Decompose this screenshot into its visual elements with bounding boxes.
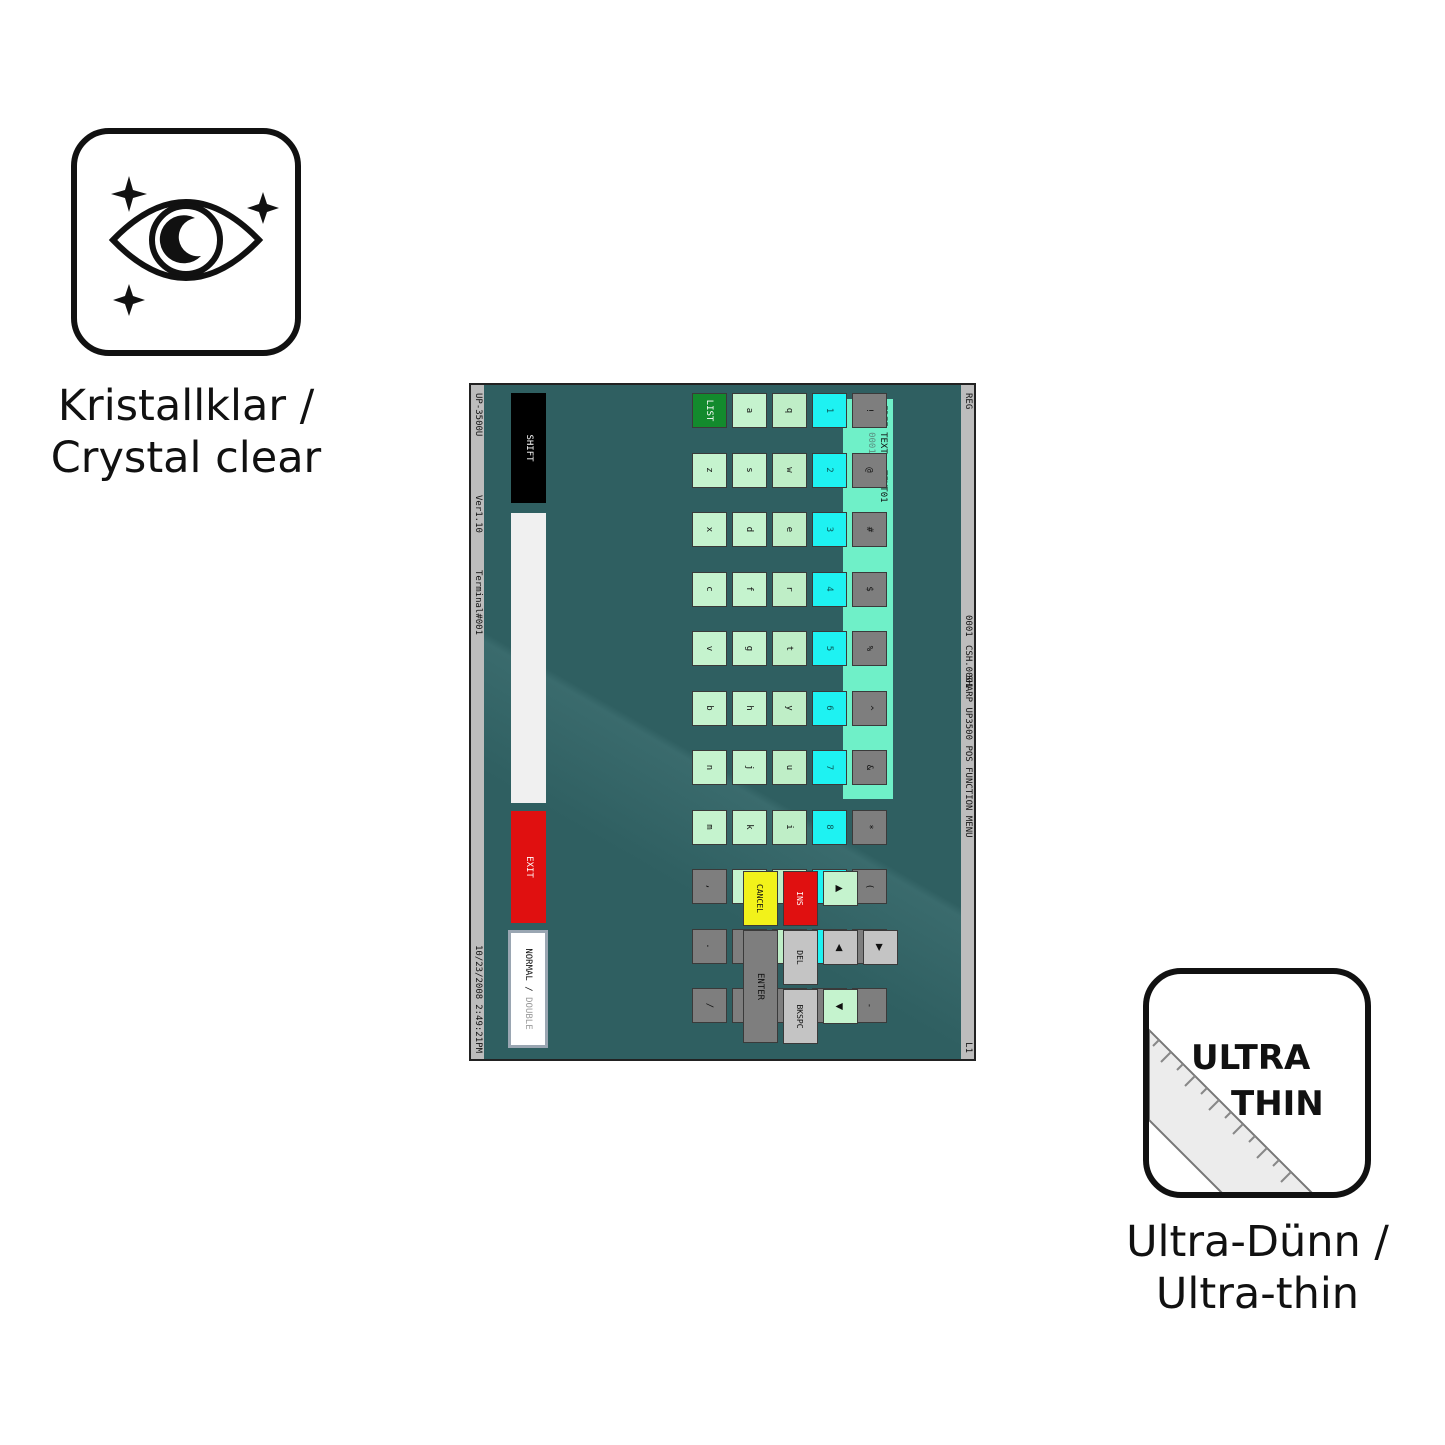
- eye-sparkle-icon: [108, 176, 279, 316]
- key-symbols-6[interactable]: &: [852, 750, 887, 785]
- key-qrow-7[interactable]: i: [772, 809, 807, 845]
- mode-label: REG: [963, 393, 973, 410]
- key-qrow-2[interactable]: e: [772, 512, 807, 547]
- key-qrow-4[interactable]: t: [772, 631, 807, 666]
- pos-bottom-status-bar: UP-3500U Ver1.10 Terminal#001 10/23/2008…: [471, 385, 484, 1059]
- key-qrow-0[interactable]: q: [772, 393, 807, 428]
- ultra-label: ULTRA: [1191, 1038, 1311, 1078]
- key-digits-1[interactable]: 2: [812, 452, 847, 488]
- crystal-clear-badge: [71, 128, 301, 356]
- key-symbols-3[interactable]: $: [852, 571, 887, 607]
- normal-label: NORMAL: [523, 948, 533, 981]
- shift-button[interactable]: SHIFT: [511, 393, 546, 503]
- key-zrow-4[interactable]: v: [692, 631, 727, 666]
- key-zrow-6[interactable]: n: [692, 750, 727, 785]
- thin-label: THIN: [1231, 1084, 1324, 1124]
- pos-screen-frame: REG 0001 CSH.0001 SHARP UP3500 POS FUNCT…: [469, 383, 976, 1061]
- level-label: L1: [963, 1042, 973, 1053]
- key-digits-5[interactable]: 6: [812, 690, 847, 726]
- key-zrow-3[interactable]: c: [692, 571, 727, 607]
- key-digits-3[interactable]: 4: [812, 571, 847, 607]
- normal-double-toggle[interactable]: NORMAL / DOUBLE: [508, 930, 548, 1048]
- backspace-button[interactable]: BKSPC: [783, 989, 818, 1044]
- model-label: UP-3500U: [473, 393, 483, 437]
- cancel-button[interactable]: CANCEL: [743, 871, 778, 926]
- delete-button[interactable]: DEL: [783, 930, 818, 985]
- text-input[interactable]: [511, 513, 546, 803]
- exit-button[interactable]: EXIT: [511, 811, 546, 923]
- time-label: 2:49:21PM: [473, 1004, 483, 1053]
- key-zrow-7[interactable]: m: [692, 809, 727, 845]
- pos-top-status-bar: REG 0001 CSH.0001 SHARP UP3500 POS FUNCT…: [961, 385, 974, 1059]
- key-digits-2[interactable]: 3: [812, 512, 847, 547]
- key-symbols-7[interactable]: *: [852, 809, 887, 845]
- clerk-number: 0001: [963, 615, 973, 637]
- ultra-thin-badge: ULTRA THIN: [1143, 968, 1371, 1198]
- key-digits-0[interactable]: 1: [812, 393, 847, 428]
- key-zrow-2[interactable]: x: [692, 512, 727, 547]
- pos-screen-background: FREE TEXT : TEXT01 01 / 0001 !@#$%^&*()-…: [484, 385, 961, 1059]
- key-symbols-4[interactable]: %: [852, 631, 887, 666]
- key-zrow-8[interactable]: ,: [692, 869, 727, 904]
- arrow-down-button[interactable]: ▼: [823, 989, 858, 1024]
- key-arow-0[interactable]: a: [732, 393, 767, 428]
- key-zrow-9[interactable]: .: [692, 928, 727, 964]
- key-arow-6[interactable]: j: [732, 750, 767, 785]
- enter-button[interactable]: ENTER: [743, 930, 778, 1043]
- menu-title: SHARP UP3500 POS FUNCTION MENU: [963, 675, 973, 838]
- crystal-caption-line2: Crystal clear: [50, 433, 322, 483]
- crystal-clear-caption: Kristallklar / Crystal clear: [16, 380, 356, 484]
- date-label: 10/23/2008: [473, 945, 483, 1000]
- key-symbols-1[interactable]: @: [852, 452, 887, 488]
- arrow-left-button[interactable]: ◀: [823, 930, 858, 965]
- double-label: DOUBLE: [523, 997, 533, 1030]
- thin-caption-line2: Ultra-thin: [1155, 1269, 1360, 1319]
- key-arow-4[interactable]: g: [732, 631, 767, 666]
- key-qrow-3[interactable]: r: [772, 571, 807, 607]
- key-arow-5[interactable]: h: [732, 690, 767, 726]
- key-digits-4[interactable]: 5: [812, 631, 847, 666]
- crystal-caption-line1: Kristallklar /: [57, 381, 315, 431]
- key-symbols-2[interactable]: #: [852, 512, 887, 547]
- pos-screen: REG 0001 CSH.0001 SHARP UP3500 POS FUNCT…: [471, 385, 974, 1059]
- key-digits-7[interactable]: 8: [812, 809, 847, 845]
- key-zrow-5[interactable]: b: [692, 690, 727, 726]
- key-arow-7[interactable]: k: [732, 809, 767, 845]
- key-symbols-5[interactable]: ^: [852, 690, 887, 726]
- ultra-thin-caption: Ultra-Dünn / Ultra-thin: [1090, 1216, 1425, 1320]
- key-qrow-6[interactable]: u: [772, 750, 807, 785]
- key-zrow-1[interactable]: z: [692, 452, 727, 488]
- key-symbols-0[interactable]: !: [852, 393, 887, 428]
- key-arow-2[interactable]: d: [732, 512, 767, 547]
- key-zrow-0[interactable]: LIST: [692, 393, 727, 428]
- key-digits-6[interactable]: 7: [812, 750, 847, 785]
- arrow-right-button[interactable]: ▶: [863, 930, 898, 965]
- terminal-label: Terminal#001: [473, 570, 483, 636]
- insert-button[interactable]: INS: [783, 871, 818, 926]
- key-arow-1[interactable]: s: [732, 452, 767, 488]
- key-arow-3[interactable]: f: [732, 571, 767, 607]
- key-zrow-10[interactable]: /: [692, 988, 727, 1023]
- thin-caption-line1: Ultra-Dünn /: [1126, 1217, 1389, 1267]
- version-label: Ver1.10: [473, 495, 483, 533]
- arrow-up-button[interactable]: ▲: [823, 871, 858, 906]
- ruler-icon: [1149, 1028, 1313, 1192]
- key-qrow-5[interactable]: y: [772, 690, 807, 726]
- mode-separator: /: [523, 980, 533, 998]
- key-qrow-1[interactable]: w: [772, 452, 807, 488]
